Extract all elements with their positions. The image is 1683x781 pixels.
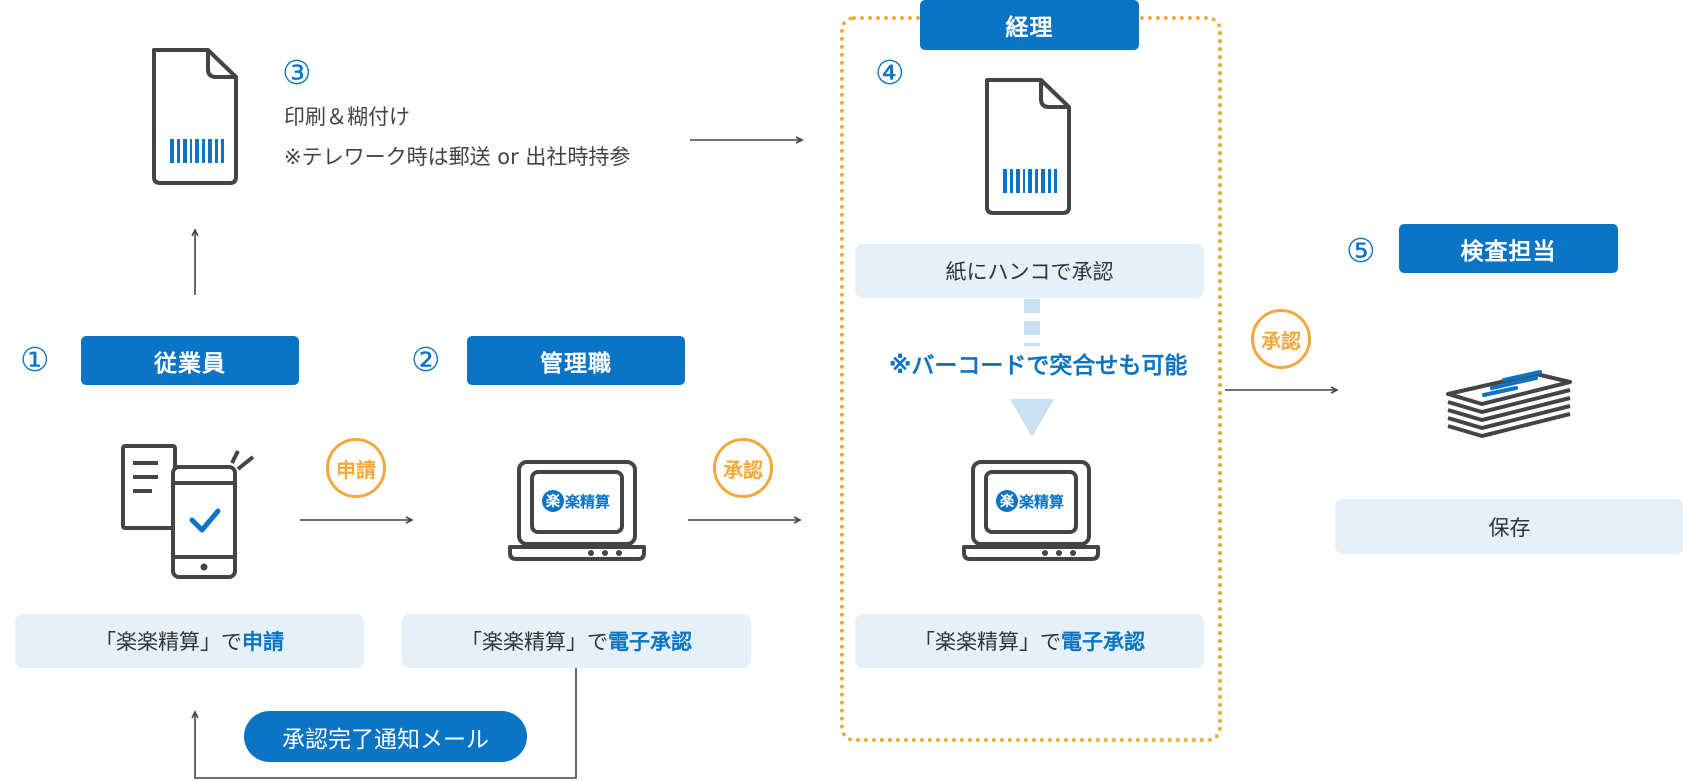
step-2-number: ② xyxy=(411,340,441,379)
smartphone-document-icon xyxy=(121,444,255,579)
step-3-note: 印刷＆糊付け ※テレワーク時は郵送 or 出社時持参 xyxy=(284,98,630,178)
app-logo-name: 楽精算 xyxy=(1019,492,1065,511)
app-logo: 楽 楽精算 xyxy=(996,490,1064,512)
step-3-number: ③ xyxy=(282,53,312,92)
barcode-note: ※バーコードで突合せも可能 xyxy=(887,346,1190,380)
laptop-app-icon xyxy=(508,460,646,561)
badge-approve-manager: 承認 xyxy=(713,438,773,498)
app-logo-mark: 楽 xyxy=(996,490,1018,512)
app-logo-mark: 楽 xyxy=(542,490,564,512)
badge-approve-accounting: 承認 xyxy=(1251,309,1311,369)
step-4-box-prefix: 「楽楽精算」で xyxy=(914,630,1061,654)
laptop-app-icon xyxy=(962,460,1100,561)
paper-approval-box: 紙にハンコで承認 xyxy=(855,244,1204,298)
role-manager: 管理職 xyxy=(467,336,685,385)
step-5-number: ⑤ xyxy=(1346,231,1376,270)
step-2-box-prefix: 「楽楽精算」で xyxy=(461,630,608,654)
step-1-box: 「楽楽精算」で申請 xyxy=(15,614,364,668)
role-employee: 従業員 xyxy=(81,336,299,385)
step-3-line2: ※テレワーク時は郵送 or 出社時持参 xyxy=(284,144,631,169)
storage-box: 保存 xyxy=(1335,499,1683,554)
role-inspector: 検査担当 xyxy=(1399,224,1618,273)
step-2-box: 「楽楽精算」で電子承認 xyxy=(402,614,751,668)
app-logo: 楽 楽精算 xyxy=(542,490,610,512)
document-barcode-icon xyxy=(152,48,238,185)
app-logo-name: 楽精算 xyxy=(565,492,611,511)
step-4-box: 「楽楽精算」で電子承認 xyxy=(855,614,1204,668)
step-4-box-highlight: 電子承認 xyxy=(1061,630,1145,654)
document-stack-icon xyxy=(1446,370,1572,438)
step-3-line1: 印刷＆糊付け xyxy=(284,105,410,129)
step-1-box-prefix: 「楽楽精算」で xyxy=(95,630,242,654)
role-accounting: 経理 xyxy=(920,0,1139,50)
step-4-number: ④ xyxy=(875,53,905,92)
step-2-box-highlight: 電子承認 xyxy=(608,630,692,654)
document-barcode-icon xyxy=(985,78,1071,215)
badge-apply: 申請 xyxy=(326,438,386,498)
step-1-number: ① xyxy=(20,340,50,379)
approval-mail-pill: 承認完了通知メール xyxy=(244,711,527,762)
step-1-box-highlight: 申請 xyxy=(242,630,284,654)
